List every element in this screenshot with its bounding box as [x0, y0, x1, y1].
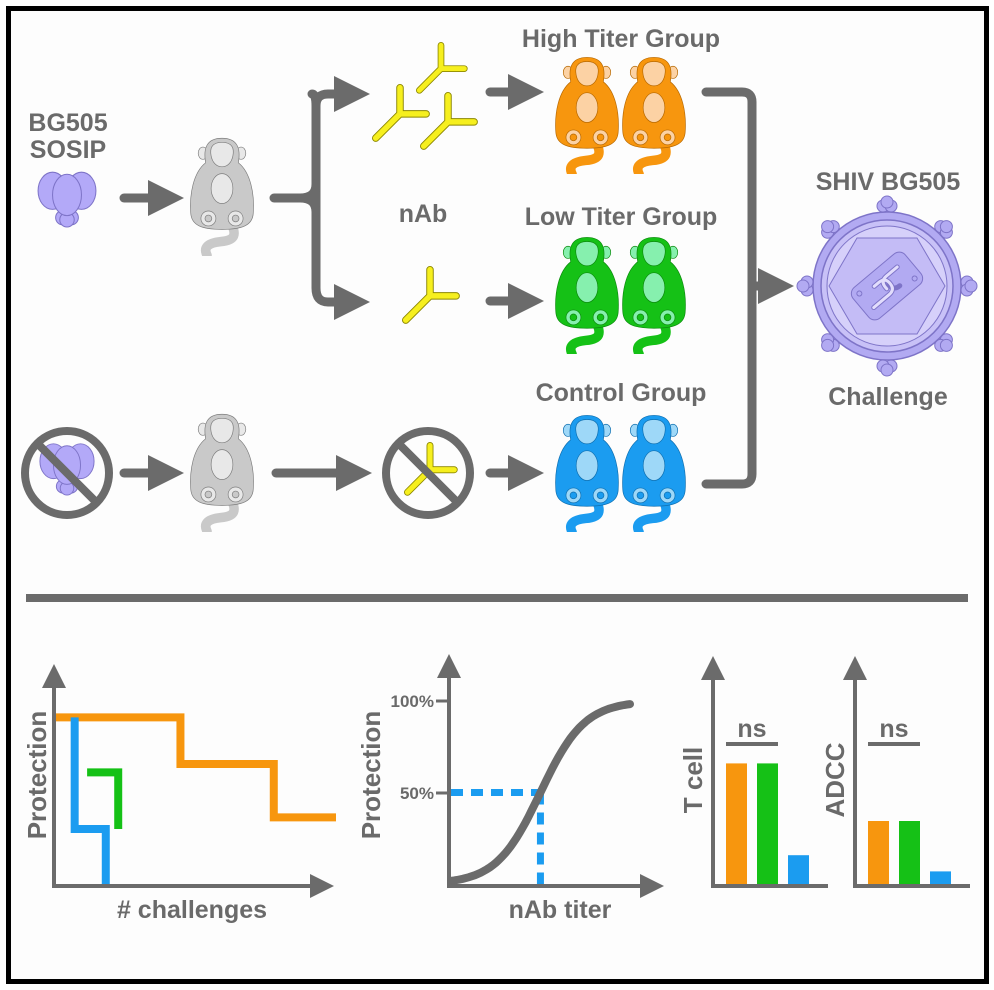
ec50-reference-lines	[451, 789, 544, 884]
survival-chart: Protection # challenges	[22, 664, 336, 924]
split-bracket-join	[295, 179, 321, 217]
monkey-icon	[622, 57, 686, 174]
titer-protection-chart: 100% 50% Protection nAb titer	[356, 654, 664, 924]
monkey-icon	[555, 415, 619, 532]
bar-high	[726, 763, 747, 884]
bar-high	[868, 821, 889, 884]
survival-line-low	[87, 768, 123, 829]
survival-line-high	[56, 713, 336, 822]
bar-control	[788, 855, 809, 884]
tcell-y-label: T cell	[678, 747, 708, 813]
antibody-icon	[424, 96, 474, 146]
bar-control	[930, 871, 951, 884]
no-antibody-icon	[382, 427, 474, 519]
tcell-significance-label: ns	[737, 715, 766, 743]
high-titer-monkeys	[555, 57, 686, 174]
monkey-icon	[555, 57, 619, 174]
monkey-icon	[622, 237, 686, 354]
shiv-virus-icon	[796, 195, 978, 377]
group-label-high: High Titer Group	[522, 25, 720, 53]
nab-label: nAb	[399, 200, 448, 228]
monkey-icon	[555, 237, 619, 354]
group-label-control: Control Group	[536, 379, 707, 407]
converge-bracket	[701, 87, 757, 489]
adcc-bar-chart: ns ADCC	[820, 656, 970, 888]
challenge-label: Challenge	[828, 383, 948, 411]
figure-frame	[6, 6, 989, 984]
titer-x-label: nAb titer	[509, 896, 612, 924]
sosip-trimer-icon	[37, 171, 97, 228]
bar-low	[899, 821, 920, 884]
control-monkeys	[555, 415, 686, 532]
no-immunogen-icon	[21, 427, 113, 519]
adcc-significance-label: ns	[879, 715, 908, 743]
tcell-bar-chart: ns T cell	[678, 656, 828, 888]
immunogen-label-line2: SOSIP	[30, 136, 106, 164]
immunized-monkey-icon	[190, 138, 254, 256]
survival-line-control	[70, 717, 110, 884]
section-divider	[26, 594, 968, 602]
antibody-icon	[419, 45, 464, 90]
unimmunized-monkey-icon	[190, 414, 254, 532]
survival-y-label: Protection	[22, 711, 52, 840]
virus-label: SHIV BG505	[816, 168, 961, 196]
monkey-icon	[622, 415, 686, 532]
ytick-label-50: 50%	[400, 784, 434, 803]
sigmoid-curve	[447, 700, 634, 885]
high-titer-antibodies	[376, 45, 474, 146]
antibody-icon	[376, 88, 426, 138]
low-titer-antibody-icon	[406, 270, 456, 320]
bar-low	[757, 763, 778, 884]
titer-y-label: Protection	[356, 711, 386, 840]
low-titer-monkeys	[555, 237, 686, 354]
adcc-y-label: ADCC	[820, 742, 850, 817]
group-label-low: Low Titer Group	[525, 203, 718, 231]
survival-x-label: # challenges	[117, 896, 267, 924]
ytick-label-100: 100%	[391, 692, 434, 711]
immunogen-label-line1: BG505	[28, 109, 107, 137]
